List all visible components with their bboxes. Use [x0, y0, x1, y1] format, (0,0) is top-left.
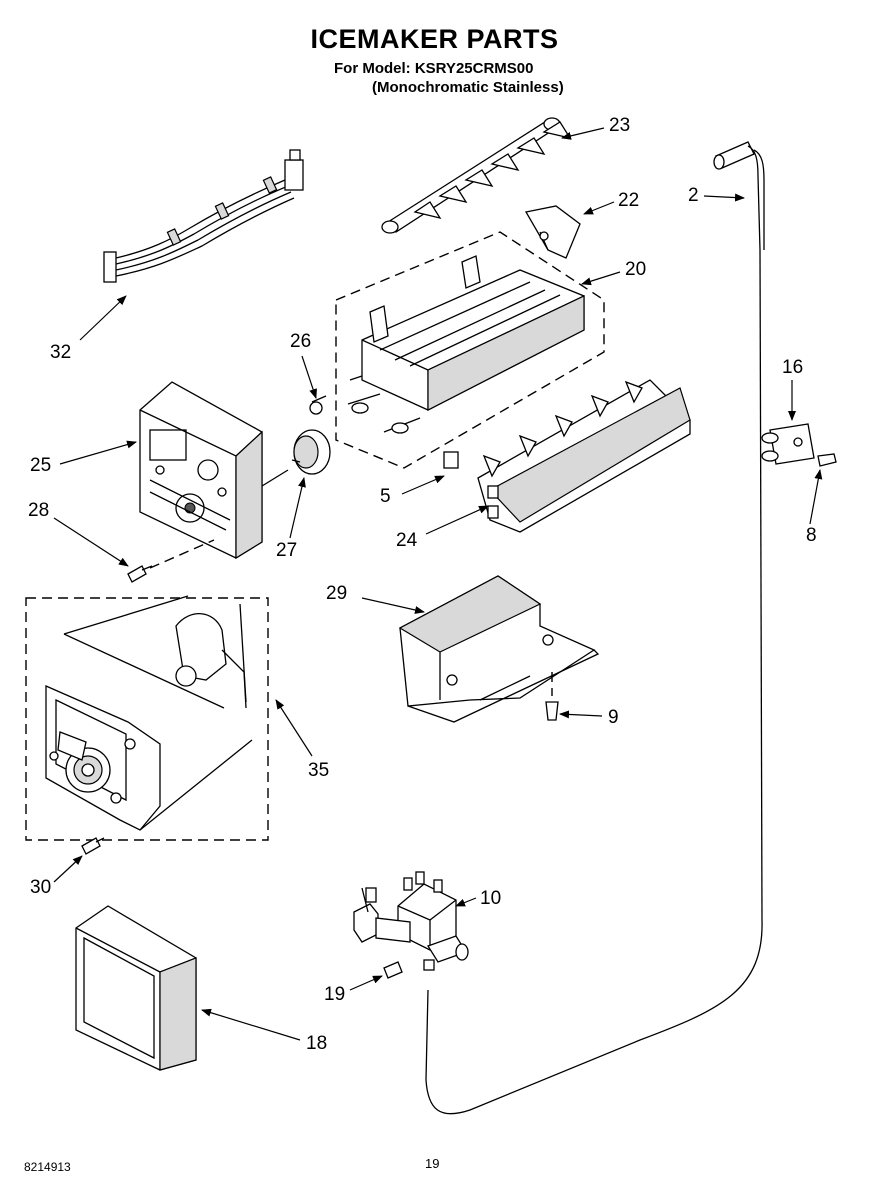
callout-22: 22	[618, 190, 640, 211]
clip-part	[443, 451, 459, 469]
bracket-part	[524, 205, 581, 259]
screw-19-part	[383, 961, 403, 979]
bin-tray-part	[398, 575, 600, 723]
module-kit-outline	[25, 597, 269, 841]
ice-mold-part	[347, 255, 585, 434]
callout-28: 28	[28, 500, 50, 521]
screw-28-part	[127, 565, 153, 583]
variant-line: (Monochromatic Stainless)	[372, 79, 564, 96]
callout-2: 2	[688, 185, 699, 206]
motor-cup-part	[291, 429, 331, 475]
fill-tube-part	[425, 141, 765, 1115]
callout-23: 23	[609, 115, 631, 136]
tube-clamp-part	[761, 423, 815, 465]
document-number: 8214913	[24, 1160, 71, 1174]
page-number: 19	[425, 1156, 440, 1171]
cover-part	[75, 905, 197, 1071]
callout-24: 24	[396, 530, 418, 551]
callout-10: 10	[480, 888, 502, 909]
screw-30-part	[81, 837, 105, 855]
callout-9: 9	[608, 707, 619, 728]
heater-part	[309, 395, 327, 415]
callout-29: 29	[326, 583, 348, 604]
model-line: For Model: KSRY25CRMS00	[334, 60, 534, 77]
callout-5: 5	[380, 486, 391, 507]
control-module-part	[139, 381, 289, 560]
callout-25: 25	[30, 455, 52, 476]
screw-8-part	[817, 453, 837, 467]
callout-20: 20	[625, 259, 647, 280]
callout-19: 19	[324, 984, 346, 1005]
screw-28-centerline	[149, 539, 215, 569]
callout-32: 32	[50, 342, 72, 363]
ejector-shaft-part	[381, 117, 572, 234]
callout-8: 8	[806, 525, 817, 546]
control-module-kit-part	[45, 595, 253, 831]
callout-35: 35	[308, 760, 330, 781]
screw-9-part	[545, 701, 559, 721]
page-title: ICEMAKER PARTS	[310, 24, 559, 54]
callout-26: 26	[290, 331, 312, 352]
callout-18: 18	[306, 1033, 328, 1054]
callout-leaders	[53, 127, 823, 1041]
callout-16: 16	[782, 357, 804, 378]
callout-27: 27	[276, 540, 298, 561]
icemaker-assembly-outline	[335, 231, 605, 469]
callout-30: 30	[30, 877, 52, 898]
wire-harness-part	[103, 149, 304, 283]
water-valve-part	[353, 871, 469, 971]
ice-stripper-part	[477, 379, 691, 533]
